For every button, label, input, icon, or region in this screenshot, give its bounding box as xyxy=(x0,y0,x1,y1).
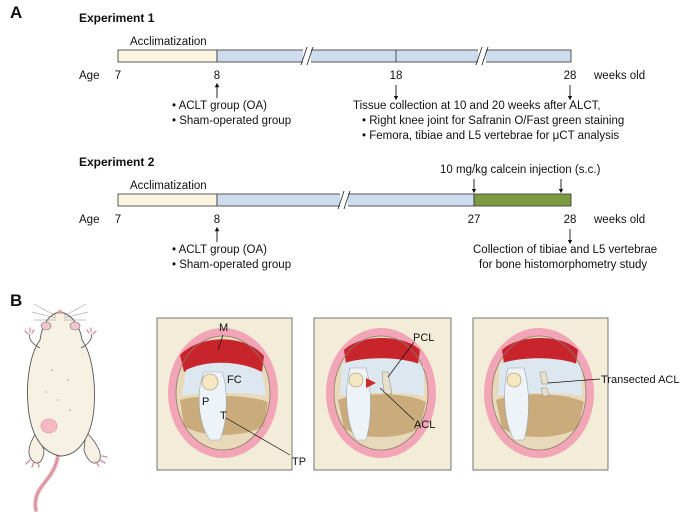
exp2-calcein-bar xyxy=(473,193,572,207)
label-tp: TP xyxy=(292,456,306,468)
experiment-1: Experiment 1 Acclimatization Age 7 8 18 … xyxy=(79,11,645,142)
panel-a-letter: A xyxy=(10,3,22,22)
exp1-break-mark-2 xyxy=(475,46,489,66)
exp2-collection-line-1: Collection of tibiae and L5 vertebrae xyxy=(473,244,657,256)
exp2-unit-label: weeks old xyxy=(593,214,645,226)
label-fc: FC xyxy=(227,374,242,386)
exp1-unit-label: weeks old xyxy=(593,70,645,82)
experiment-2-title: Experiment 2 xyxy=(79,155,155,169)
exp1-collection-line-2: • Right knee joint for Safranin O/Fast g… xyxy=(362,115,624,127)
label-tp-leader xyxy=(225,417,291,456)
exp2-tick-label: 8 xyxy=(214,214,220,226)
exp1-collection-line-3: • Femora, tibiae and L5 vertebrae for μC… xyxy=(362,130,619,142)
exp1-acclimatization-bar xyxy=(117,49,218,63)
label-p: P xyxy=(202,396,209,408)
exp1-timeline-bar xyxy=(216,49,572,63)
exp1-break-mark-1 xyxy=(300,46,314,66)
label-acl-leader xyxy=(379,387,415,421)
exp1-group-sham: • Sham-operated group xyxy=(172,115,291,127)
label-pcl-leader xyxy=(387,341,415,378)
exp2-injection-label: 10 mg/kg calcein injection (s.c.) xyxy=(440,164,601,176)
knee-panel-3: Transected ACL xyxy=(472,317,679,471)
exp1-tick-label: 8 xyxy=(214,70,220,82)
exp2-acclimatization-label: Acclimatization xyxy=(130,180,207,192)
exp2-tick-label: 7 xyxy=(115,214,121,226)
exp1-acclimatization-label: Acclimatization xyxy=(130,36,207,48)
knee-panel-1: M FC P T TP xyxy=(156,317,306,471)
exp2-group-aclt: • ACLT group (OA) xyxy=(172,244,267,256)
exp1-tick-label: 28 xyxy=(564,70,577,82)
label-t: T xyxy=(220,410,227,422)
exp2-group-sham: • Sham-operated group xyxy=(172,259,291,271)
exp1-group-aclt: • ACLT group (OA) xyxy=(172,100,267,112)
label-acl: ACL xyxy=(414,419,435,431)
knee-panel-2: PCL ACL xyxy=(313,317,452,471)
exp2-collection-line-2: for bone histomorphometry study xyxy=(479,259,647,271)
exp2-acclimatization-bar xyxy=(117,193,218,207)
label-transected-acl-leader xyxy=(547,378,601,384)
exp1-collection-line-1: Tissue collection at 10 and 20 weeks aft… xyxy=(353,100,601,112)
exp2-age-label: Age xyxy=(79,214,99,226)
label-m: M xyxy=(219,322,228,334)
exp2-tick-label: 27 xyxy=(468,214,481,226)
rat-illustration xyxy=(24,303,108,512)
label-transected-acl: Transected ACL xyxy=(601,374,679,386)
exp2-tick-label: 28 xyxy=(564,214,577,226)
exp1-tick-label: 7 xyxy=(115,70,121,82)
label-pcl: PCL xyxy=(413,332,434,344)
experiment-2: Experiment 2 10 mg/kg calcein injection … xyxy=(79,155,657,271)
exp1-age-label: Age xyxy=(79,70,99,82)
exp1-tick-label: 18 xyxy=(390,70,403,82)
label-m-leader xyxy=(217,334,224,351)
panel-b-letter: B xyxy=(10,291,22,310)
exp2-break-mark xyxy=(337,190,351,210)
experiment-1-title: Experiment 1 xyxy=(79,11,155,25)
